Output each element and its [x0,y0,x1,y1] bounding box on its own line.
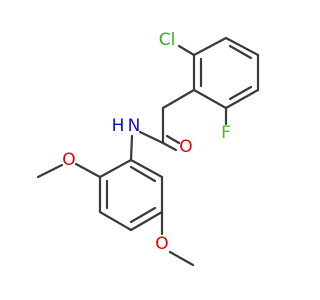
chlorine-atom-label: Cl [159,30,176,50]
o-methyl-top-bond [36,163,64,179]
carbonyl-n-bond [138,130,165,145]
dimethoxyphenyl-ring [98,158,164,232]
methoxy-oxygen-bottom-label: O [155,234,168,254]
amide-hydrogen-label: H [112,116,125,136]
amide-nitrogen-label: N [128,116,141,136]
molecule-structure: Cl F O N H O O [36,30,260,267]
fluorine-atom-label: F [221,123,231,143]
carbonyl-double-bond [161,134,181,152]
c-cl-bond [177,44,196,57]
n-aryl-bond [129,134,134,162]
fluorochlorophenyl-ring [192,36,260,110]
ring-ch2-bond [161,88,196,110]
carbonyl-oxygen-label: O [179,137,192,157]
ring-o-top-bond [74,162,102,179]
o-methyl-bottom-bond [168,250,195,267]
methoxy-oxygen-top-label: O [62,150,75,170]
